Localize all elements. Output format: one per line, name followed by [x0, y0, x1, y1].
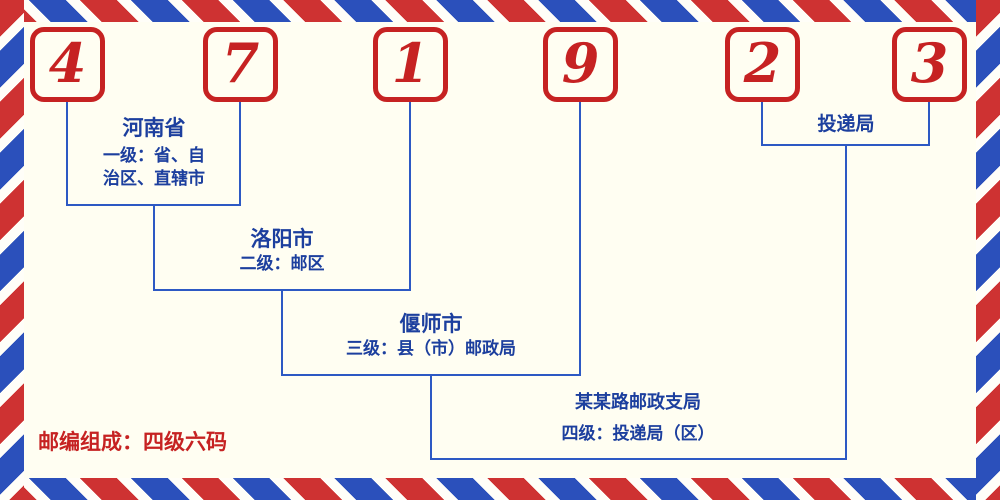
airmail-border-top [0, 0, 1000, 22]
connector-line [928, 102, 930, 146]
connector-line [66, 102, 68, 206]
postal-digit-box: 7 [203, 27, 278, 102]
level1-province-name: 河南省 [122, 116, 186, 140]
connector-line [430, 458, 847, 460]
connector-line [845, 144, 847, 460]
postal-digit: 1 [391, 30, 430, 95]
delivery-office-label: 投递局 [817, 113, 875, 135]
level4-branch-name: 某某路邮政支局 [575, 392, 701, 413]
postal-digit: 2 [743, 30, 782, 95]
connector-line [409, 102, 411, 291]
level4-desc: 四级：投递局（区） [561, 424, 715, 444]
postal-digit: 3 [910, 30, 949, 95]
connector-line [430, 374, 432, 460]
connector-line [153, 204, 155, 291]
postal-digit: 4 [48, 30, 87, 95]
level2-city-name: 洛阳市 [250, 227, 314, 251]
airmail-border-right [976, 0, 1000, 500]
level2-desc: 二级：邮区 [239, 254, 325, 274]
composition-note: 邮编组成：四级六码 [38, 430, 227, 454]
postal-digit-box: 1 [373, 27, 448, 102]
airmail-border-bottom [0, 478, 1000, 500]
level1-desc-line1: 一级：省、自 [103, 146, 205, 166]
connector-line [239, 102, 241, 206]
airmail-border-left [0, 0, 24, 500]
level1-desc-line2: 治区、直辖市 [103, 169, 205, 189]
postal-digit-box: 3 [892, 27, 967, 102]
postal-digit-box: 2 [725, 27, 800, 102]
postal-digit-box: 4 [30, 27, 105, 102]
connector-line [761, 102, 763, 146]
level3-desc: 三级：县（市）邮政局 [346, 339, 516, 359]
postal-digit: 7 [221, 30, 260, 95]
postal-digit-box: 9 [543, 27, 618, 102]
connector-line [579, 102, 581, 376]
postal-digit: 9 [561, 30, 600, 95]
connector-line [281, 289, 283, 376]
level3-county-name: 偃师市 [399, 312, 463, 336]
